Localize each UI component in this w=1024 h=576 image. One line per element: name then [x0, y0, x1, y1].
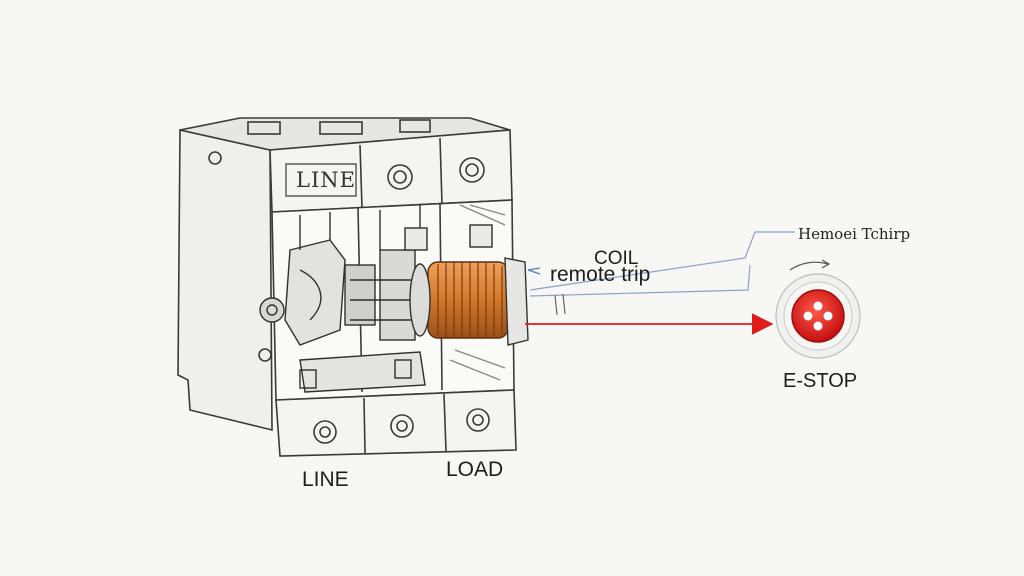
coil-label: COIL [594, 248, 639, 269]
estop-button-icon[interactable] [775, 259, 861, 359]
estop-label: E-STOP [783, 370, 858, 392]
front-line-label: LINE [296, 168, 356, 192]
remote-trip-label: remote trip [550, 263, 651, 286]
coil-icon [409, 257, 529, 346]
estop-caption-label: Hemoei Tchirp [798, 225, 911, 243]
trip-mechanism [259, 204, 506, 393]
line-terminal-label: LINE [302, 468, 349, 491]
load-terminal-label: LOAD [446, 458, 504, 481]
remote-trip-wires [527, 231, 795, 316]
